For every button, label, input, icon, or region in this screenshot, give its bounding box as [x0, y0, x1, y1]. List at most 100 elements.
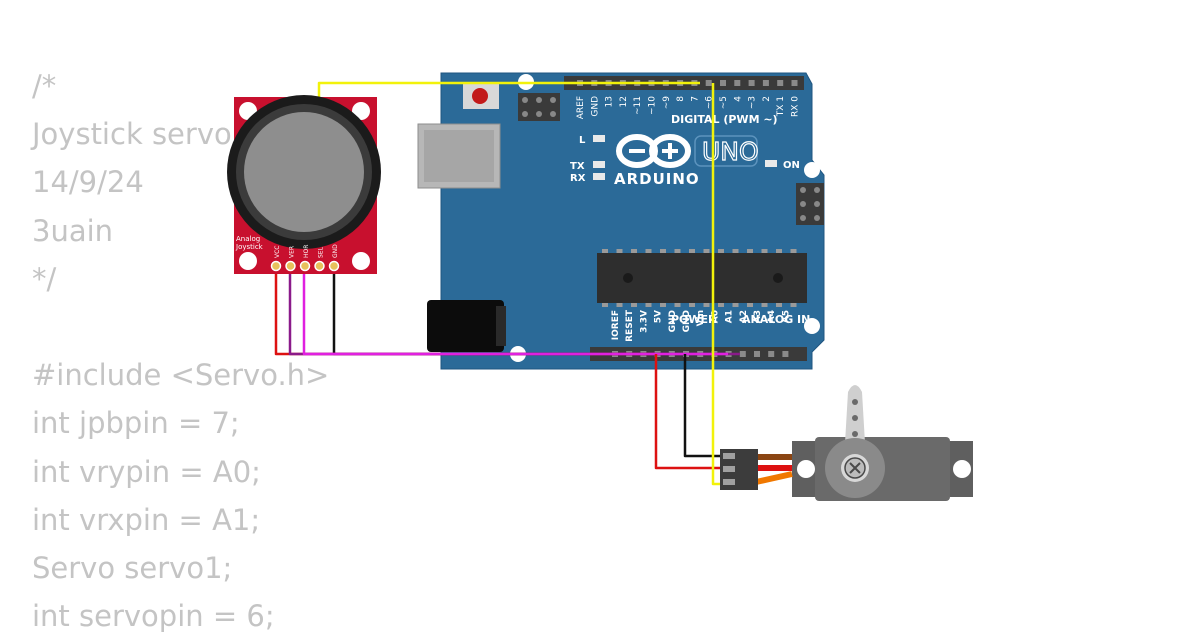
on-led [765, 160, 777, 167]
code-line: 3uain [32, 213, 114, 248]
power-label: POWER [671, 313, 717, 326]
wire-joystick-hor[interactable] [302, 268, 728, 356]
rx-led-label: RX [570, 173, 586, 184]
servo-horn-hole [852, 415, 858, 421]
tx-led [593, 161, 605, 168]
wire-servo-ground[interactable] [683, 354, 722, 458]
mounting-hole [804, 318, 820, 334]
chip-leg [616, 303, 623, 307]
chip-leg [616, 249, 623, 253]
joystick-pin[interactable] [328, 260, 340, 272]
servo-horn-hole [852, 399, 858, 405]
chip-leg [747, 303, 753, 307]
chip-leg [761, 249, 768, 253]
chip-leg [631, 249, 637, 253]
power-analog-pin[interactable] [754, 351, 760, 357]
joystick-thumb-cap[interactable] [244, 112, 364, 232]
power-analog-pin[interactable] [768, 351, 775, 357]
power-jack-edge [496, 306, 506, 346]
chip-leg [703, 303, 710, 307]
chip-leg [660, 303, 666, 307]
mounting-hole [352, 252, 370, 270]
uno-badge [694, 135, 758, 167]
chip-leg [790, 303, 797, 307]
digital-pin-label: ~9 [662, 96, 672, 110]
mounting-hole [239, 252, 257, 270]
code-line: 14/9/24 [32, 165, 144, 200]
digital-pin[interactable] [748, 80, 755, 86]
servo-horn-hole [852, 431, 858, 437]
chip-leg [732, 303, 739, 307]
joystick-pin-label: GND [332, 244, 339, 258]
power-analog-pin-label: A2 [739, 310, 749, 323]
digital-pin-label: 4 [733, 96, 743, 102]
mounting-hole [797, 460, 815, 478]
usb-connector-inner [424, 130, 494, 182]
digital-pin-label: ~10 [648, 96, 658, 115]
joystick-pin[interactable] [314, 260, 325, 272]
digital-pin-label: GND [590, 96, 600, 117]
digital-pin[interactable] [777, 80, 784, 86]
atmega-chip [597, 249, 807, 307]
servo-screw-cross [849, 462, 861, 474]
icsp-header-right [796, 183, 824, 225]
digital-pin[interactable] [720, 80, 726, 86]
digital-pin-label: AREF [576, 96, 586, 119]
digital-pin-label: ~6 [705, 96, 715, 110]
chip-leg [718, 249, 724, 253]
wire-servo-power[interactable] [654, 354, 722, 470]
power-analog-pin-label: A1 [725, 310, 735, 323]
arduino-infinity-logo [616, 134, 691, 168]
wire-servo-signal[interactable] [711, 83, 722, 486]
chip-leg [776, 249, 782, 253]
chip-leg [776, 303, 782, 307]
digital-pin-label: ~3 [748, 96, 758, 109]
joystick-pin[interactable] [299, 260, 311, 272]
power-analog-pin-label: 3.3V [639, 310, 649, 333]
power-analog-pin-label: A0 [710, 310, 720, 323]
chip-leg [747, 249, 753, 253]
icsp-header-top [518, 93, 560, 121]
power-analog-pin-label: A3 [753, 310, 763, 323]
mounting-hole [953, 460, 971, 478]
power-analog-pin[interactable] [739, 351, 746, 357]
mounting-hole [804, 162, 820, 178]
digital-pin[interactable] [791, 80, 798, 86]
chip-leg [674, 303, 681, 307]
digital-pin[interactable] [705, 80, 712, 86]
chip-leg [703, 249, 710, 253]
mounting-hole [352, 102, 370, 120]
power-analog-pin[interactable] [782, 351, 789, 357]
reset-button-cap[interactable] [472, 88, 488, 104]
chip-leg [761, 303, 768, 307]
power-analog-pin-label: 5V [654, 310, 664, 323]
servo-motor[interactable] [720, 385, 973, 501]
code-line: Servo servo1; [32, 550, 233, 585]
digital-pin[interactable] [762, 80, 769, 86]
joystick-label-line2: Joystick [235, 243, 264, 251]
digital-pin[interactable] [734, 80, 741, 86]
code-line: #include <Servo.h> [32, 358, 330, 393]
servo-connector-pin [723, 453, 735, 459]
code-line: int vrxpin = A1; [32, 502, 261, 537]
digital-pin-label: 13 [605, 96, 615, 107]
analog-in-label: ANALOG IN [742, 313, 810, 326]
l-led-label: L [579, 135, 586, 146]
joystick-pin[interactable] [270, 260, 282, 272]
digital-pin-label: 7 [690, 96, 700, 102]
chip-leg [645, 303, 652, 307]
digital-pin-label: ~5 [719, 96, 729, 109]
code-line: int servopin = 6; [32, 599, 275, 634]
joystick-pin[interactable] [285, 260, 296, 272]
digital-pin-label: TX 1 [776, 96, 786, 117]
servo-cable-orange [755, 471, 793, 485]
chip-leg [689, 303, 695, 307]
joystick-pin-label: VER [289, 246, 296, 258]
digital-pin-label: RX 0 [791, 96, 801, 117]
power-analog-pin-label: GND [682, 310, 692, 332]
chip-leg [732, 249, 739, 253]
tx-led-label: TX [570, 161, 585, 172]
servo-connector-pin [723, 466, 735, 472]
